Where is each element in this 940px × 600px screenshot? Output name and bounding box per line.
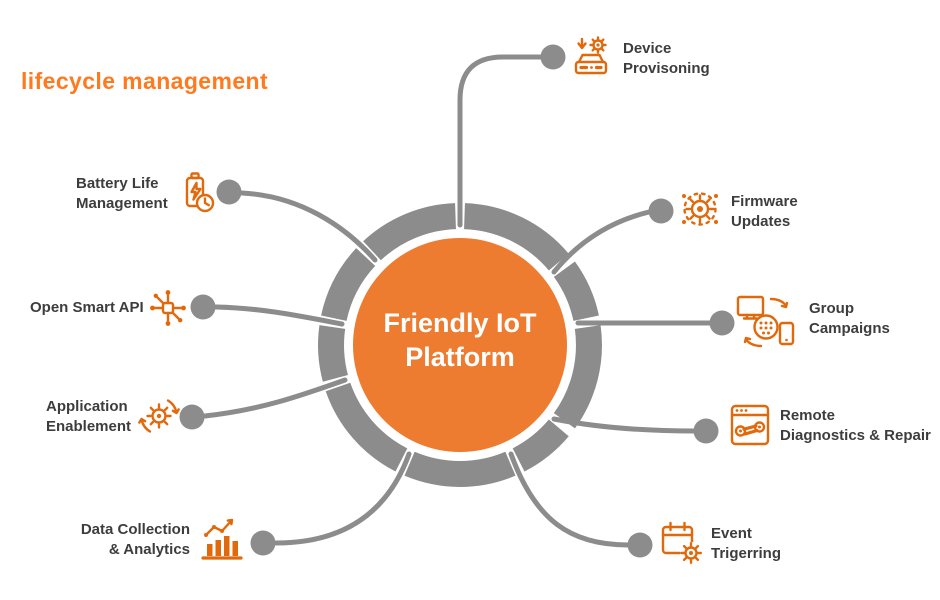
group-campaigns-icon	[736, 295, 795, 348]
hub-ring-segment	[463, 203, 569, 271]
page-title: lifecycle management	[21, 68, 269, 94]
label-line: Enablement	[46, 418, 132, 435]
spoke-application-enablement	[202, 377, 348, 419]
spoke-data-collection	[273, 451, 412, 546]
label-line: Remote	[780, 407, 836, 424]
hub-label-line2: Platform	[405, 342, 515, 372]
label-group-campaigns: Group Campaigns	[809, 299, 890, 339]
spoke-battery-life	[239, 190, 378, 263]
label-line: Event	[711, 525, 752, 542]
hub-ring-segment	[553, 261, 599, 322]
label-line: Device	[623, 40, 672, 57]
hub-ring-segment	[325, 382, 408, 472]
label-line: Management	[76, 195, 168, 212]
spoke-event-triggering	[508, 451, 631, 548]
hub-label: Friendly IoT Platform	[340, 306, 580, 374]
hub-ring	[318, 203, 602, 487]
spoke-open-smart-api	[213, 304, 345, 327]
label-line: Updates	[731, 213, 791, 230]
remote-diagnostics-icon	[730, 404, 770, 446]
spoke-device-provisioning	[457, 54, 544, 228]
label-line: Battery Life	[76, 175, 159, 192]
label-line: Campaigns	[809, 320, 890, 337]
data-collection-icon	[201, 518, 243, 560]
label-firmware-updates: Firmware Updates	[731, 192, 798, 232]
hub-label-line1: Friendly IoT	[383, 308, 537, 338]
hub-ring-segment	[363, 203, 457, 261]
label-device-provisioning: Device Provisoning	[623, 39, 710, 79]
hub-circle	[353, 238, 567, 452]
hub-ring-segment	[404, 451, 516, 487]
hub-ring-segment	[318, 325, 349, 382]
label-line: Data Collection	[80, 521, 190, 538]
firmware-updates-icon	[682, 192, 718, 226]
label-event-triggering: Event Trigerring	[711, 524, 781, 564]
node-event-triggering	[627, 532, 653, 558]
node-remote-diagnostics	[693, 418, 719, 444]
node-device-provisioning	[540, 44, 566, 70]
label-battery-life: Battery Life Management	[76, 174, 168, 214]
device-provisioning-icon	[574, 36, 608, 75]
label-remote-diagnostics: Remote Diagnostics & Repair	[780, 406, 931, 446]
node-open-smart-api	[190, 294, 216, 320]
spokes	[202, 54, 713, 548]
node-data-collection	[250, 530, 276, 556]
label-line: Diagnostics & Repair	[780, 427, 931, 444]
open-smart-api-icon	[150, 290, 186, 326]
battery-life-icon	[185, 172, 215, 213]
node-battery-life	[216, 179, 242, 205]
node-application-enablement	[179, 404, 205, 430]
nodes	[179, 44, 735, 558]
spoke-firmware-updates	[551, 209, 652, 275]
label-line: Group	[809, 300, 854, 317]
label-data-collection: Data Collection & Analytics	[58, 520, 190, 560]
label-application-enablement: Application Enablement	[46, 397, 131, 437]
node-group-campaigns	[709, 310, 735, 336]
hub-ring-segment	[321, 248, 376, 322]
label-open-smart-api: Open Smart API	[30, 298, 144, 318]
label-line: & Analytics	[108, 541, 190, 558]
label-line: Application	[46, 398, 128, 415]
application-enablement-icon	[138, 399, 180, 433]
label-line: Open Smart API	[30, 299, 144, 316]
label-line: Firmware	[731, 193, 798, 210]
label-line: Provisoning	[623, 60, 710, 77]
event-triggering-icon	[661, 521, 702, 564]
hub-ring-segment	[512, 419, 569, 472]
label-line: Trigerring	[711, 545, 782, 562]
hub-ring-segment	[553, 325, 602, 429]
node-firmware-updates	[648, 198, 674, 224]
